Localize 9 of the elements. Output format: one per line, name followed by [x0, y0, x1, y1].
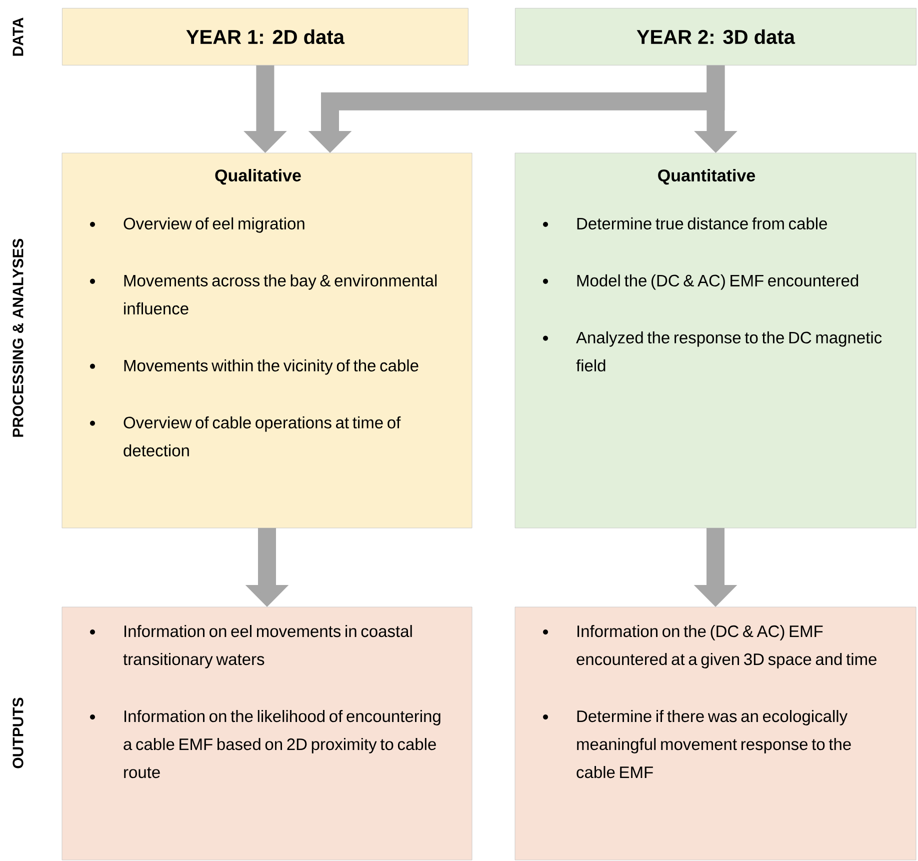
section-label: DATA — [12, 18, 24, 56]
process-box: Quantitative Determine true distance from cable Model the (DC & AC) EMF encountered Analyzed the response to the DC magnetic field — [514, 152, 916, 528]
section-label: PROCESSING & ANALYSES — [12, 238, 24, 437]
section-label: OUTPUTS — [12, 698, 24, 768]
process-box: Qualitative Overview of eel migration Movements across the bay & environmental influence Movements within the vicinity of the cable Overview of cable operations at time of detection — [62, 152, 472, 528]
process-box: Information on eel movements in coastal transitionary waters Information on the likelihood of encountering a cable EMF based on 2D proximity to cable route — [62, 606, 472, 860]
process-box: Information on the (DC & AC) EMF encountered at a given 3D space and time Determine if there was an ecologically meaningful movement response to the cable EMF — [514, 606, 916, 860]
process-box: YEAR 1: 2D data — [62, 8, 468, 66]
process-box: YEAR 2: 3D data — [515, 8, 916, 66]
